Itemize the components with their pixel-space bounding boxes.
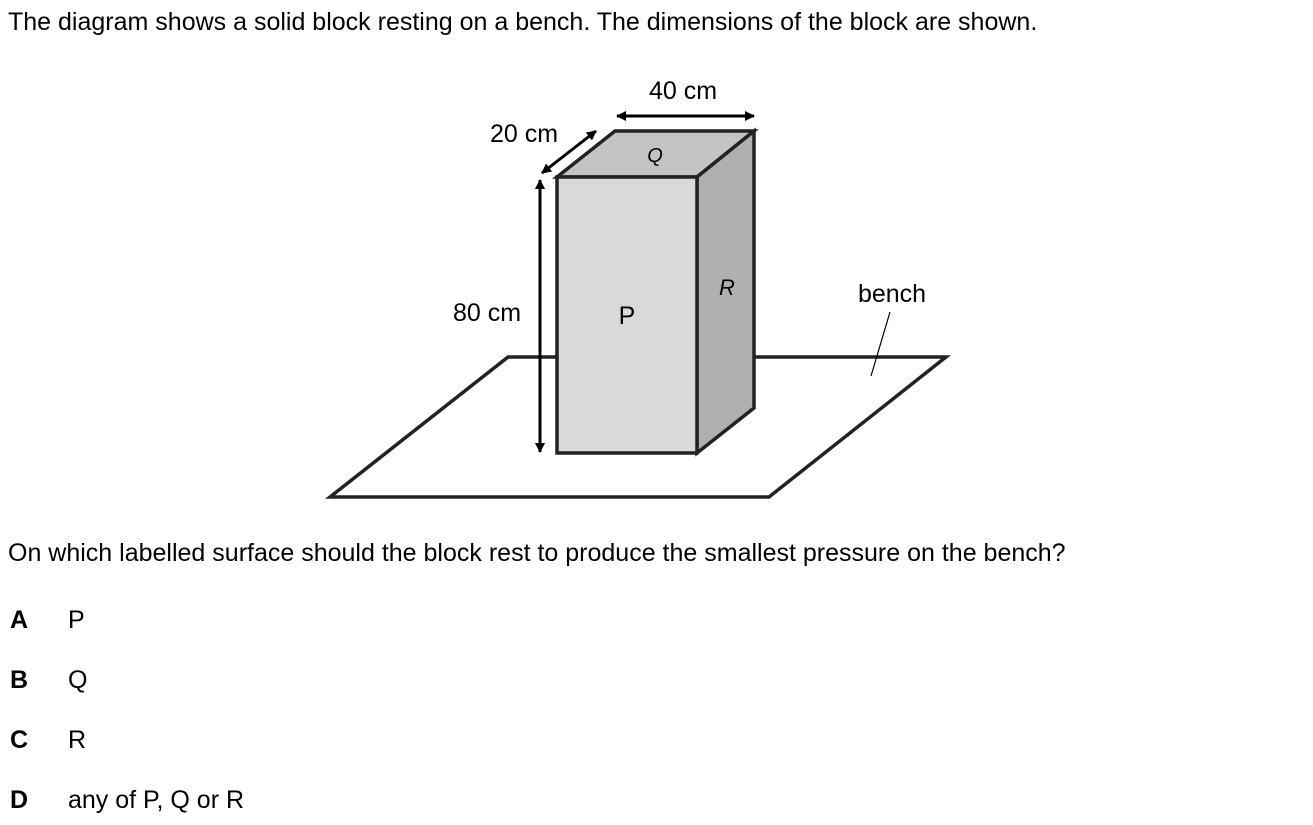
face-top-label: Q: [647, 145, 663, 167]
height-label: 80 cm: [453, 299, 521, 327]
option-letter: C: [10, 726, 29, 754]
option-letter: B: [10, 666, 29, 694]
face-front-label: P: [619, 302, 636, 330]
option-text: any of P, Q or R: [68, 786, 245, 814]
option-text: R: [68, 726, 87, 754]
width-label: 40 cm: [649, 77, 717, 105]
intro-text: The diagram shows a solid block resting …: [8, 8, 1038, 36]
depth-arrow: [541, 129, 597, 175]
face-side-label: R: [719, 275, 735, 300]
bench-leader-line: [870, 311, 891, 377]
option-text: P: [68, 606, 85, 634]
depth-label: 20 cm: [490, 120, 558, 148]
bench-label: bench: [858, 280, 926, 308]
face-front-p: [555, 175, 699, 455]
option-letter: D: [10, 786, 29, 814]
option-letter: A: [10, 606, 29, 634]
question-text: On which labelled surface should the blo…: [8, 539, 1066, 567]
option-text: Q: [68, 666, 88, 694]
